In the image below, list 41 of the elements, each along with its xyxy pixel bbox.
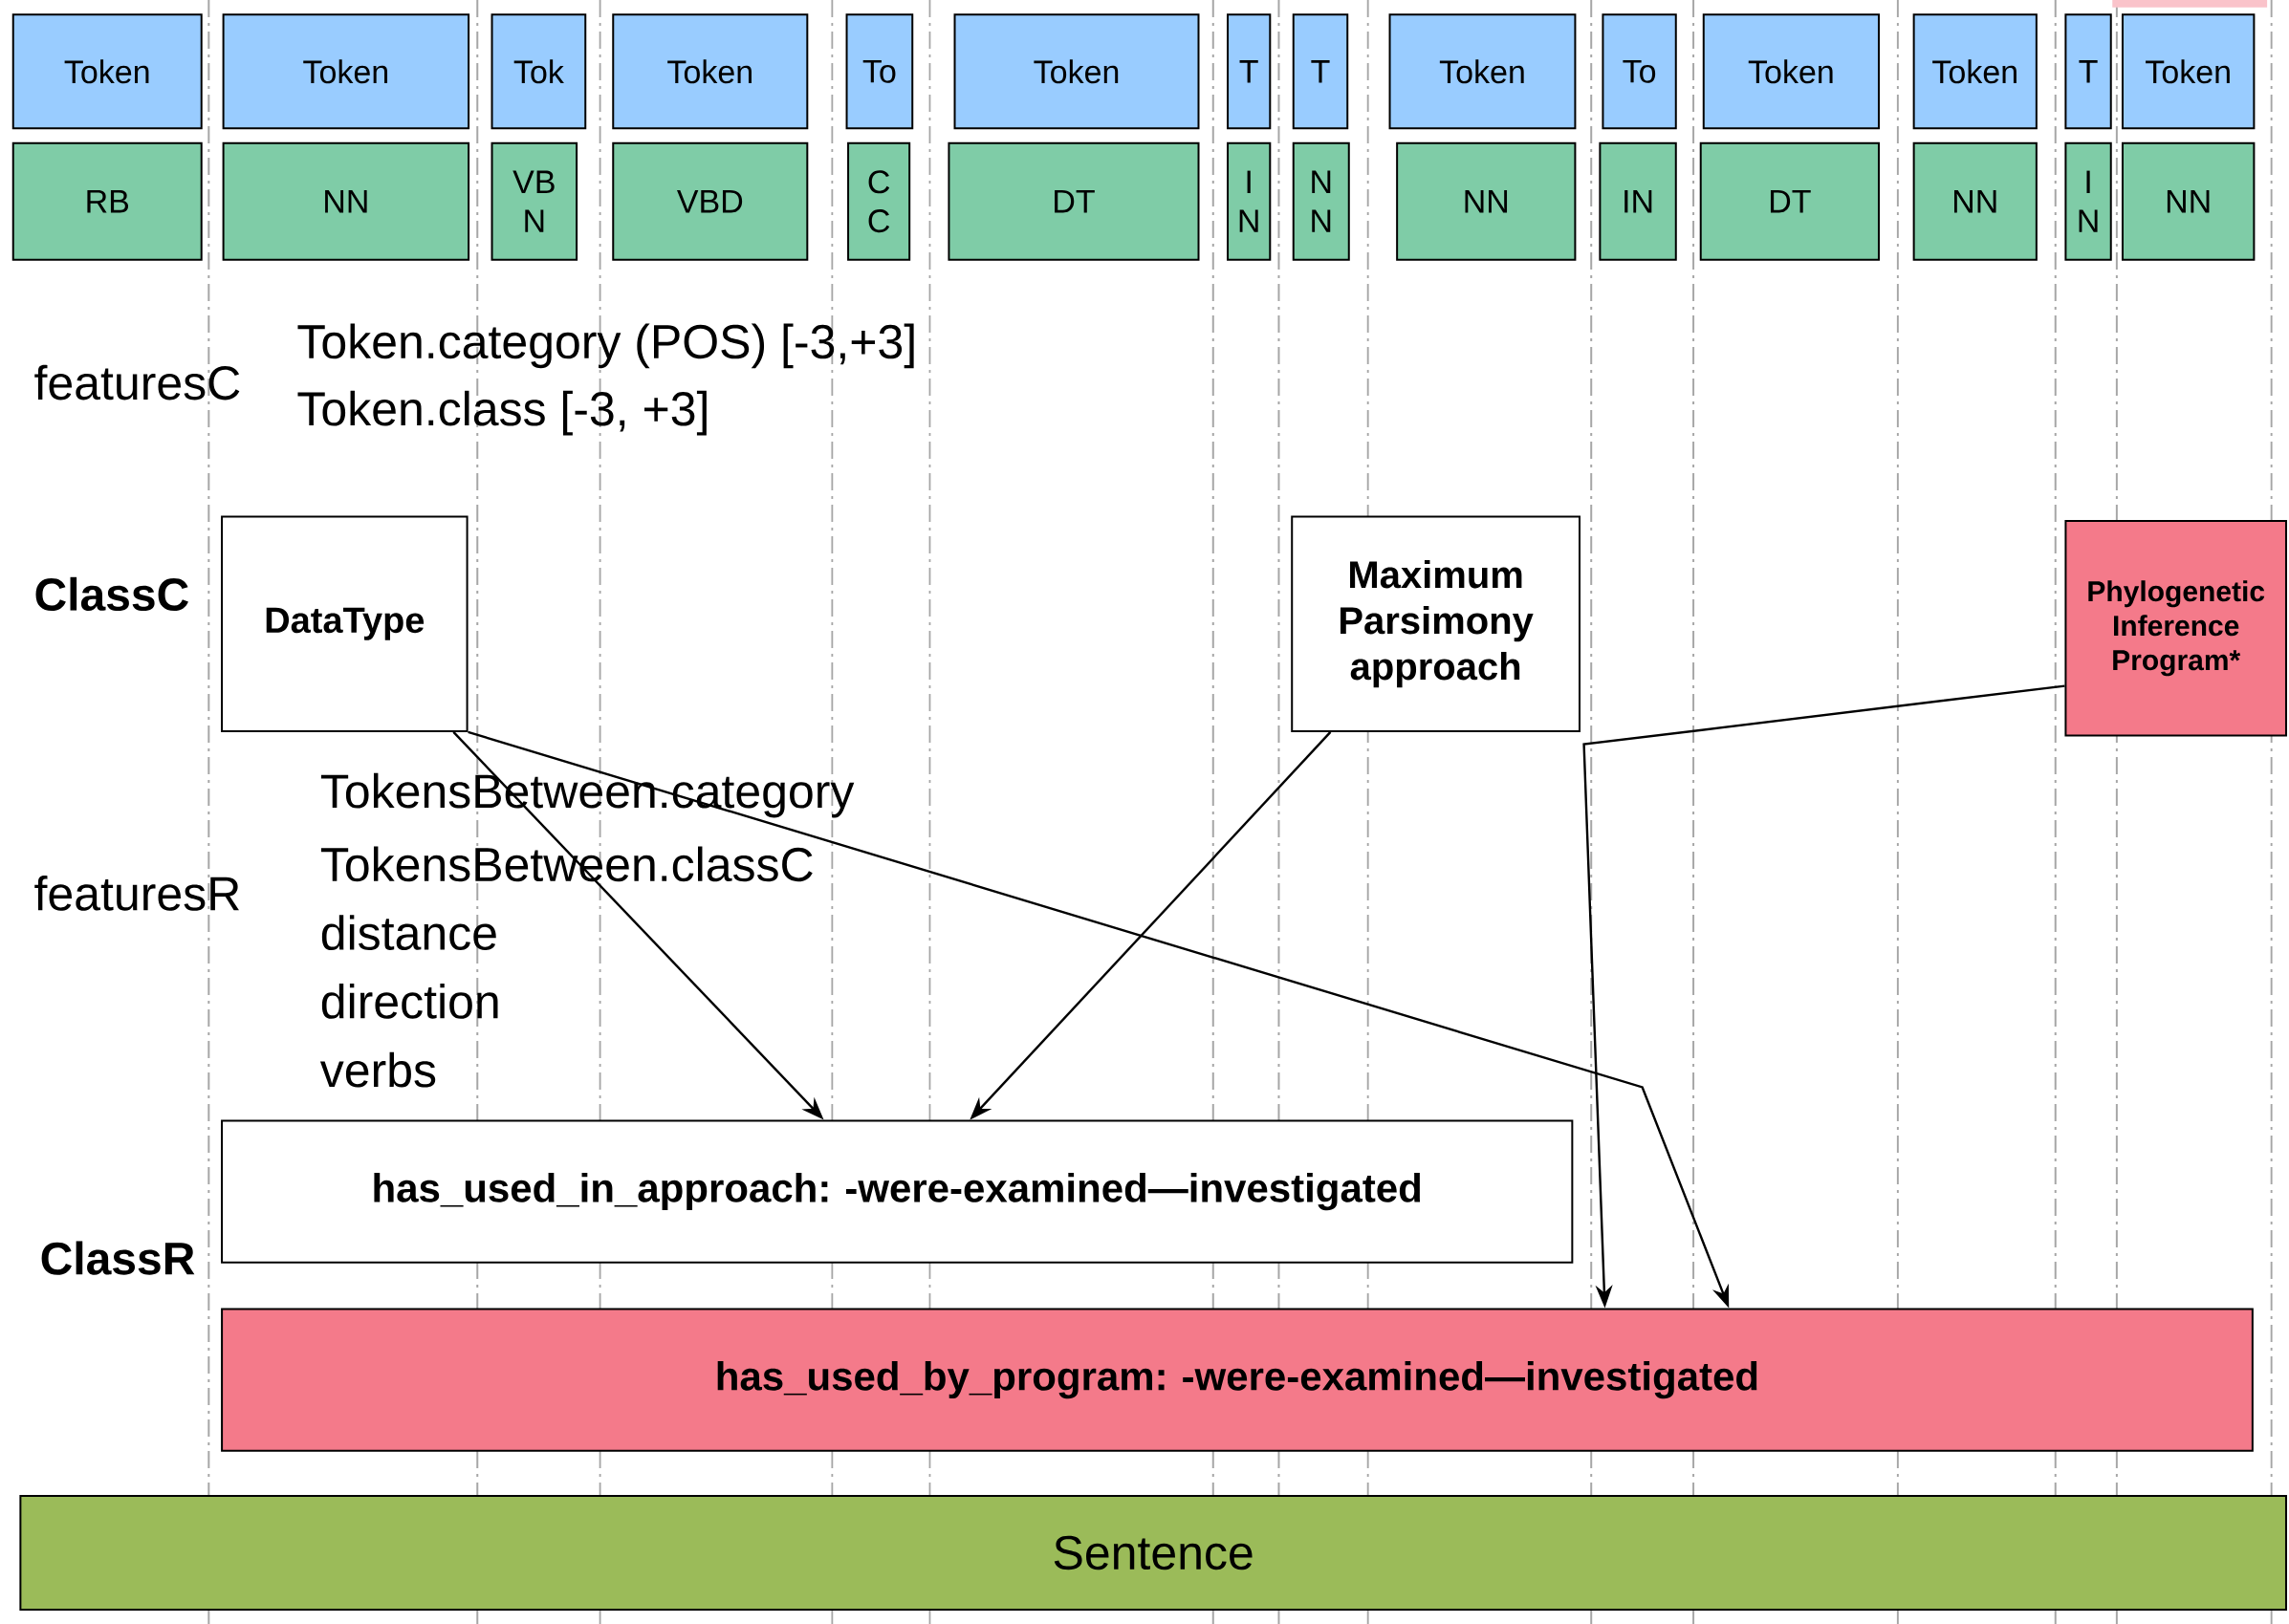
token-box: T (1227, 13, 1272, 130)
class-box: Maximum Parsimony approach (1291, 515, 1580, 732)
row-label: ClassR (41, 1241, 195, 1275)
relation-box: has_used_in_approach: -were-examined—investigated (221, 1119, 1574, 1264)
pos-tag-box: VBD (612, 141, 809, 261)
class-box: Phylogenetic Inference Program* (2064, 519, 2287, 737)
pos-tag-box: NN (2121, 141, 2256, 261)
token-box: T (2064, 13, 2112, 130)
token-box: Token (11, 13, 203, 130)
pos-tag-box: NN (1396, 141, 1577, 261)
row-label: featuresR (34, 875, 239, 911)
row-label: featuresC (34, 364, 240, 401)
feature-text: Token.class [-3, +3] (297, 390, 707, 436)
pos-tag-box: DT (1699, 141, 1880, 261)
pos-tag-box: NN (222, 141, 470, 261)
pos-tag-box: I N (2064, 141, 2112, 261)
token-box: Token (953, 13, 1200, 130)
pos-tag-box: DT (948, 141, 1200, 261)
token-box: Token (222, 13, 470, 130)
token-box: Token (1702, 13, 1880, 130)
relation-box: has_used_by_program: -were-examined—investigated (221, 1308, 2254, 1452)
pos-tag-box: NN (1912, 141, 2038, 261)
token-box: Token (1388, 13, 1577, 130)
feature-text: distance (321, 915, 496, 950)
feature-text: direction (321, 983, 498, 1019)
token-box: To (1602, 13, 1677, 130)
pos-tag-box: N N (1292, 141, 1350, 261)
class-box: DataType (221, 515, 469, 732)
pos-tag-box: I N (1227, 141, 1272, 261)
pos-tag-box: IN (1599, 141, 1677, 261)
token-box: To (845, 13, 914, 130)
token-box: T (1292, 13, 1349, 130)
pos-tag-box: VB N (490, 141, 578, 261)
pos-tag-box: C C (847, 141, 911, 261)
pos-tag-box: RB (11, 141, 203, 261)
token-box: Token (612, 13, 809, 130)
sentence-bar: Sentence (19, 1494, 2287, 1611)
feature-text: Token.category (POS) [-3,+3] (297, 323, 914, 368)
token-box: Tok (490, 13, 587, 130)
token-box: Token (1912, 13, 2038, 130)
token-box: Token (2121, 13, 2256, 130)
